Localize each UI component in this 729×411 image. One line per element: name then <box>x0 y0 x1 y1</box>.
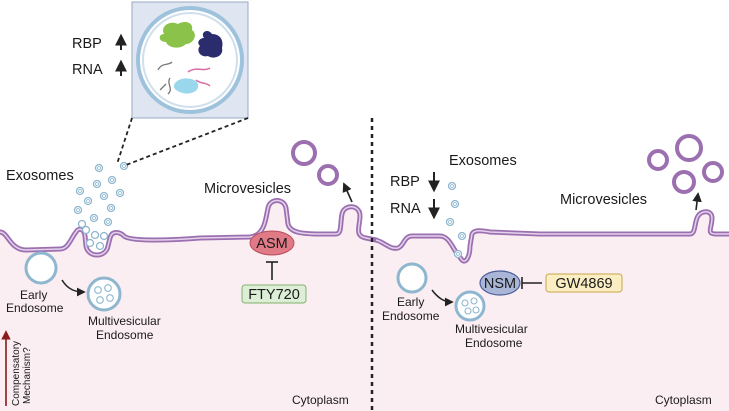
left-mve-line2: Endosome <box>96 328 154 342</box>
right-mve-line2: Endosome <box>465 336 523 350</box>
fty720-label: FTY720 <box>248 287 300 303</box>
left-early-endosome <box>24 251 58 285</box>
rbp-navy-protein-icon <box>198 31 223 58</box>
left-mve-line1: Multivesicular <box>88 314 161 328</box>
left-exosomes-label: Exosomes <box>6 168 74 184</box>
compensatory-line2: Mechanism? <box>22 347 33 404</box>
right-exosomes-label: Exosomes <box>449 153 517 169</box>
left-endosome-maturation-arrow <box>61 279 86 297</box>
left-rna-label: RNA <box>72 62 103 78</box>
nsm-enzyme-shape <box>479 270 521 296</box>
rbp-green-protein-icon <box>159 22 195 48</box>
inset-zoom-line-right <box>125 117 249 166</box>
rna-pink-strand-icon <box>187 67 211 87</box>
right-endosome-maturation-arrow <box>431 289 454 307</box>
left-early-endosome-line1: Early <box>20 288 47 302</box>
rna-strand-icon <box>157 61 173 95</box>
right-microvesicles-label: Microvesicles <box>560 192 647 208</box>
right-multivesicular-endosome <box>454 290 486 322</box>
inhibit-bar-icon <box>266 261 278 280</box>
rbp-cyan-protein-icon <box>173 78 199 94</box>
inset-zoom-line-left <box>116 117 133 165</box>
right-microvesicle-release-arrow <box>692 192 702 211</box>
inhibit-bar-icon <box>521 277 542 289</box>
asm-label: ASM <box>256 236 287 252</box>
fty720-inhibitor-box <box>241 284 307 304</box>
exosome-cargo-inset <box>131 1 249 119</box>
right-early-endosome-line2: Endosome <box>382 309 440 323</box>
right-released-exosomes <box>445 181 467 259</box>
microvesicle-release-arrow <box>342 182 353 203</box>
left-microvesicles <box>291 140 339 186</box>
right-early-endosome <box>396 262 428 294</box>
right-rna-label: RNA <box>390 201 421 217</box>
left-microvesicles-label: Microvesicles <box>204 181 291 197</box>
right-panel: RBP RNA Exosomes Microvesicles NSM GW486… <box>373 134 729 411</box>
gw4869-label: GW4869 <box>555 276 612 292</box>
right-cytoplasm-label: Cytoplasm <box>655 393 712 407</box>
nsm-label: NSM <box>484 276 516 292</box>
left-rbp-label: RBP <box>72 36 102 52</box>
left-budding-exosomes <box>81 225 109 251</box>
asm-enzyme-shape <box>249 230 295 256</box>
left-released-exosomes <box>73 161 129 229</box>
gw4869-inhibitor-box <box>545 273 623 293</box>
compensatory-line1: Compensatory <box>11 341 22 406</box>
right-microvesicles <box>647 134 724 194</box>
left-multivesicular-endosome <box>86 276 122 312</box>
left-early-endosome-line2: Endosome <box>6 301 64 315</box>
right-early-endosome-line1: Early <box>397 295 424 309</box>
right-rbp-label: RBP <box>390 174 420 190</box>
left-cytoplasm-label: Cytoplasm <box>292 393 349 407</box>
right-mve-line1: Multivesicular <box>455 322 528 336</box>
left-panel: RBP RNA Exosomes Microvesicles ASM FTY72… <box>0 1 379 411</box>
